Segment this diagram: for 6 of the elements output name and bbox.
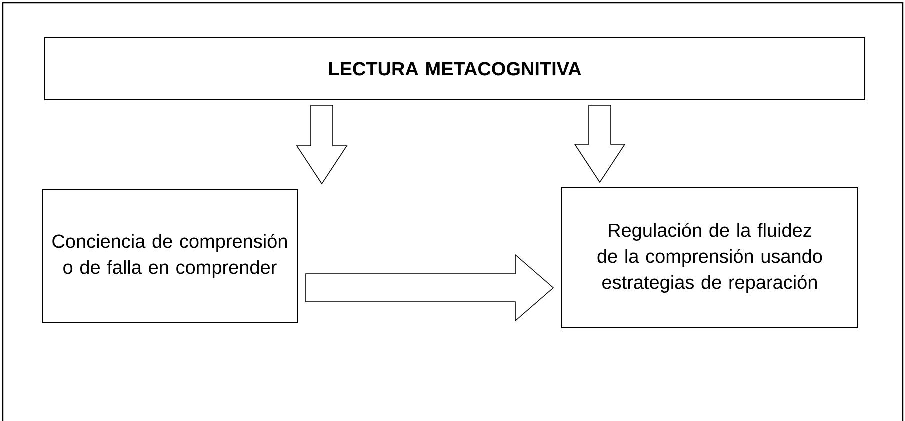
block-arrow [574,105,626,184]
text-box: Conciencia de comprensión o de falla en comprender [42,189,298,323]
block-arrow [296,105,348,185]
block-arrow [306,254,554,322]
title-box: LECTURA METACOGNITIVA [44,38,866,100]
text-box: Regulación de la fluidez de la comprensión usando estrategias de reparación [562,188,858,328]
